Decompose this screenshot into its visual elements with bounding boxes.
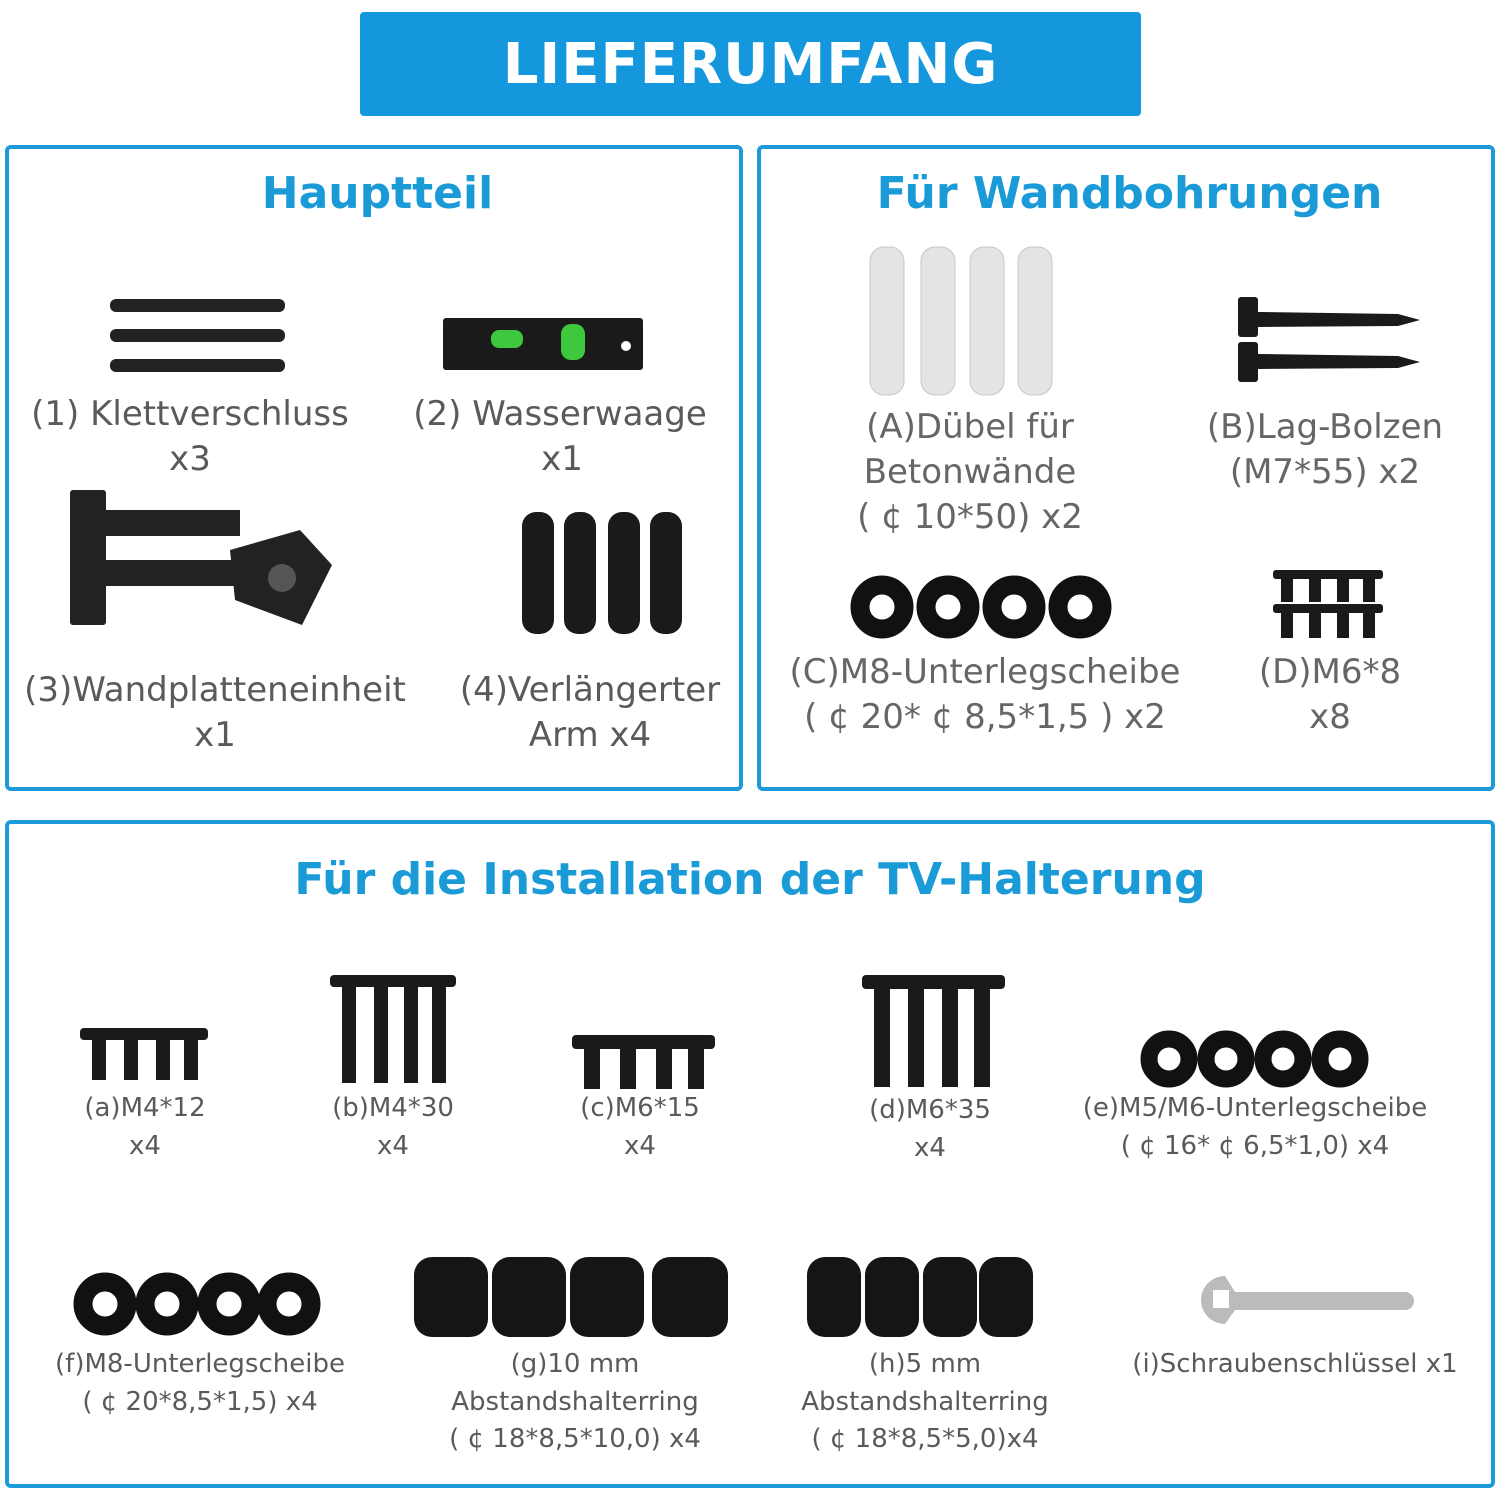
hauptteil-title: Hauptteil <box>261 168 494 219</box>
screw-m4x12-icon <box>80 1028 208 1080</box>
panel-wandbohrungen <box>757 145 1495 791</box>
banner-title: LIEFERUMFANG <box>360 12 1141 116</box>
extension-arm-icon <box>522 512 682 634</box>
screw-m6x8-icon <box>1273 570 1383 638</box>
screw-m6x35-icon <box>862 975 1005 1087</box>
tv-title: Für die Installation der TV-Halterung <box>294 854 1206 905</box>
item-lag-bolzen: (B)Lag-Bolzen(M7*55) x2 <box>1206 407 1444 493</box>
lag-bolt-icon <box>1238 297 1420 382</box>
panel-tv-installation <box>5 820 1495 1488</box>
spirit-level-icon <box>443 318 643 370</box>
item-m8-unterlegscheibe: (C)M8-Unterlegscheibe( ¢ 20* ¢ 8,5*1,5 )… <box>789 652 1181 738</box>
screw-m6x15-icon <box>572 1035 715 1089</box>
washer-m8-icon <box>850 575 1112 639</box>
panel-hauptteil <box>5 145 743 791</box>
velcro-strap-icon <box>110 299 285 372</box>
item-m8-unterlegscheibe-tv: (f)M8-Unterlegscheibe( ¢ 20*8,5*1,5) x4 <box>55 1349 345 1417</box>
screw-m4x30-icon <box>330 975 456 1083</box>
item-m5-m6-unterlegscheibe: (e)M5/M6-Unterlegscheibe( ¢ 16* ¢ 6,5*1,… <box>1082 1093 1428 1161</box>
washer-m8-tv-icon <box>73 1272 321 1336</box>
spacer-5mm-icon <box>807 1257 1033 1337</box>
washer-m5-m6-icon <box>1140 1030 1369 1088</box>
wand-title: Für Wandbohrungen <box>876 168 1383 219</box>
item-schraubenschluessel: (i)Schraubenschlüssel x1 <box>1132 1349 1458 1379</box>
wrench-icon <box>1201 1276 1414 1324</box>
spacer-10mm-icon <box>414 1257 728 1337</box>
wall-anchor-icon <box>869 246 1053 396</box>
wall-plate-unit-icon <box>70 490 332 625</box>
